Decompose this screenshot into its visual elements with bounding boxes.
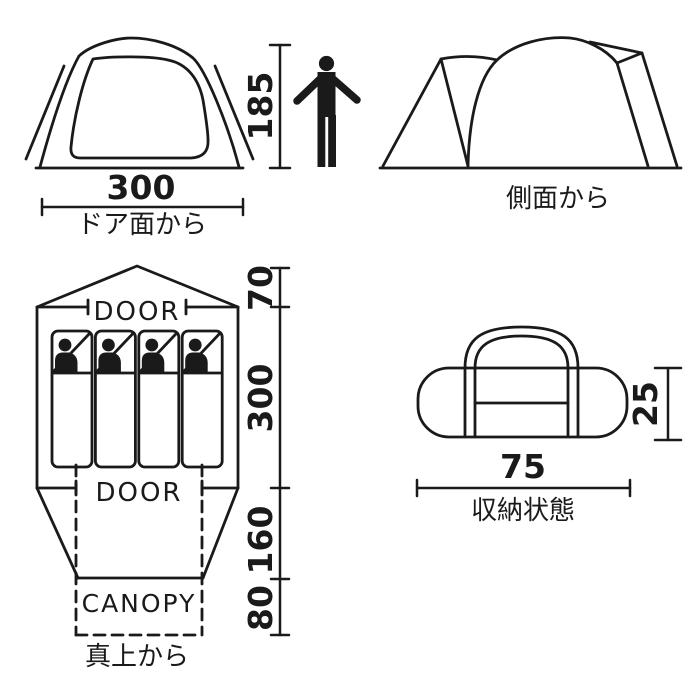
side-ridge-line bbox=[439, 55, 499, 62]
front-tent-outline bbox=[38, 36, 241, 169]
storage-bag-body bbox=[416, 366, 629, 439]
floor-peak-lines bbox=[35, 264, 240, 309]
storage-height-value: 25 bbox=[626, 381, 665, 427]
sleeper-head-icon bbox=[145, 338, 159, 352]
sleeping-bag bbox=[50, 329, 94, 469]
sleeper-body-icon bbox=[55, 352, 78, 372]
sleeper-body-icon bbox=[141, 352, 165, 372]
sleeping-bag bbox=[94, 329, 137, 469]
front-width-value: 300 bbox=[107, 168, 176, 207]
front-door-outline bbox=[69, 55, 210, 160]
door-bottom-label: DOOR bbox=[95, 478, 182, 508]
vestibule-edge-right bbox=[201, 486, 240, 580]
dim-vestibule-value: 160 bbox=[241, 506, 280, 575]
storage-width-value: 75 bbox=[500, 447, 546, 486]
vestibule-edge-left bbox=[35, 486, 80, 580]
side-view: 側面から bbox=[378, 36, 683, 214]
front-height-value: 185 bbox=[241, 72, 280, 141]
dim-canopy-value: 80 bbox=[241, 585, 280, 631]
storage-caption: 収納状態 bbox=[471, 496, 575, 526]
floor-dimension-line: 70 300 160 80 bbox=[241, 265, 291, 637]
human-torso bbox=[317, 72, 336, 117]
human-leg-right bbox=[328, 115, 336, 167]
canopy-label: CANOPY bbox=[82, 589, 197, 618]
side-vestibule-triangle bbox=[381, 57, 470, 168]
human-arm-right bbox=[329, 75, 361, 104]
sleeping-bag-outline bbox=[137, 329, 181, 469]
sleeping-bags bbox=[50, 329, 224, 469]
storage-height-dimension: 25 bbox=[626, 366, 683, 442]
dim-peak-value: 70 bbox=[241, 265, 280, 311]
sleeper-body-icon bbox=[185, 352, 208, 372]
front-view: 185 300 ドア面から bbox=[24, 36, 361, 240]
side-rear-inner-edge bbox=[615, 61, 650, 168]
human-leg-left bbox=[317, 115, 326, 167]
door-top-label: DOOR bbox=[93, 297, 180, 327]
front-view-caption: ドア面から bbox=[77, 210, 207, 240]
human-figure-icon bbox=[293, 55, 361, 167]
sleeper-head-icon bbox=[188, 338, 202, 352]
front-guyline-left bbox=[24, 64, 66, 161]
human-head bbox=[318, 55, 335, 72]
side-dome-outline bbox=[466, 36, 619, 168]
top-view: DOOR bbox=[35, 264, 291, 672]
sleeping-bag bbox=[180, 329, 224, 469]
sleeper-head-icon bbox=[102, 338, 115, 352]
sleeping-bag bbox=[137, 329, 181, 469]
dim-inner-value: 300 bbox=[241, 364, 280, 433]
floor-door-bottom: DOOR bbox=[35, 478, 240, 508]
front-guyline-right bbox=[213, 64, 255, 161]
side-rear-outer-edge bbox=[640, 51, 679, 168]
storage-width-dimension: 75 収納状態 bbox=[415, 447, 632, 526]
front-width-dimension: 300 ドア面から bbox=[40, 168, 245, 240]
storage-view: 25 75 収納状態 bbox=[415, 325, 683, 526]
sleeper-head-icon bbox=[58, 338, 72, 352]
sleeper-body-icon bbox=[98, 352, 121, 372]
storage-handle-inner bbox=[473, 334, 570, 370]
human-arm-left bbox=[293, 75, 324, 105]
storage-handle-outer bbox=[463, 325, 580, 370]
sleeping-bag-outline bbox=[50, 329, 94, 469]
floor-door-top: DOOR bbox=[35, 297, 240, 327]
front-height-dimension: 185 bbox=[241, 43, 292, 170]
top-view-caption: 真上から bbox=[85, 642, 189, 672]
sleeping-bag-outline bbox=[94, 329, 137, 469]
side-view-caption: 側面から bbox=[506, 184, 610, 214]
